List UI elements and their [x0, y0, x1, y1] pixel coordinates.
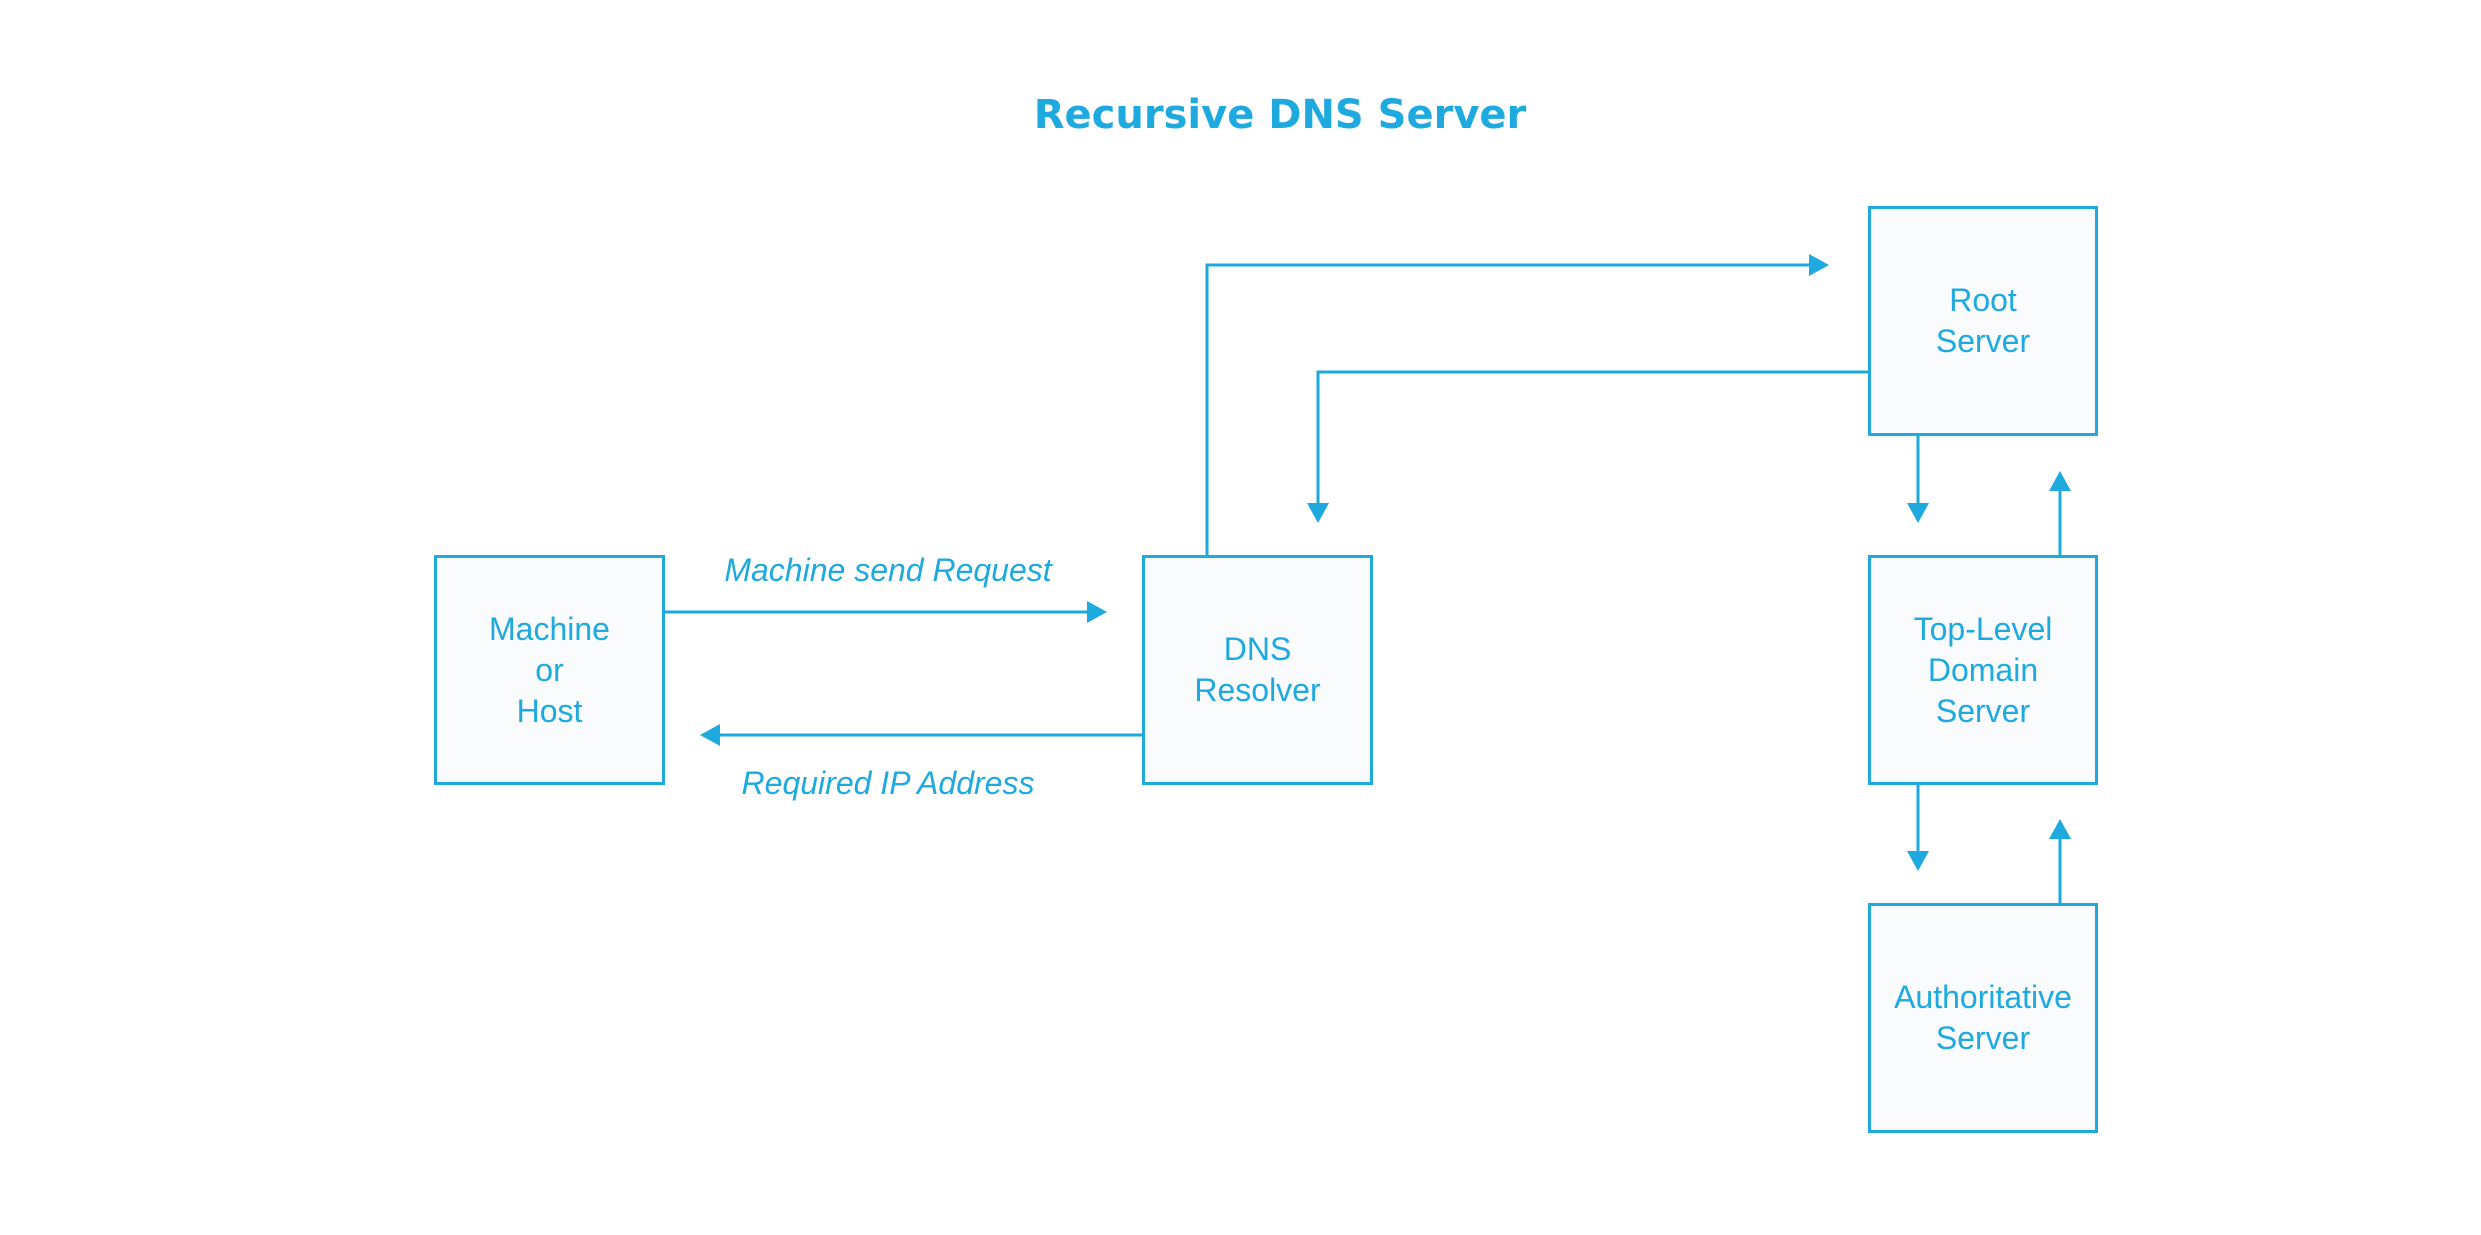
arrowhead-right — [1809, 254, 1829, 276]
arrowhead-left — [700, 724, 720, 746]
dns-resolver-node: DNS Resolver — [1142, 555, 1373, 785]
response-edge-label: Required IP Address — [741, 765, 1035, 801]
root-to-resolver-line — [1316, 370, 1871, 505]
arrowhead-up — [2049, 471, 2071, 491]
node-label-line: Domain — [1927, 651, 2039, 688]
authoritative-server-node: Authoritative Server — [1868, 903, 2098, 1133]
arrowhead-right — [1087, 601, 1107, 623]
node-label-line: Server — [1935, 323, 2031, 359]
arrowhead-up — [2049, 819, 2071, 839]
node-label-line: Server — [1935, 1020, 2031, 1056]
arrowhead-down — [1307, 503, 1329, 523]
arrowhead-down — [1907, 503, 1929, 523]
machine-host-node: Machine or Host — [434, 555, 665, 785]
arrowhead-down — [1907, 851, 1929, 871]
node-label-line: Host — [516, 692, 583, 729]
tld-server-node: Top-Level Domain Server — [1868, 555, 2098, 785]
resolver-to-root-line — [1205, 263, 1815, 555]
node-label-line: Top-Level — [1913, 610, 2053, 647]
node-label-line: Root — [1949, 282, 2017, 318]
node-label-line: Resolver — [1194, 672, 1321, 708]
node-label-line: DNS — [1223, 631, 1292, 667]
node-label-line: or — [535, 651, 564, 688]
request-edge-label: Machine send Request — [724, 552, 1052, 588]
node-label-line: Machine — [489, 610, 610, 647]
node-label-line: Authoritative — [1894, 979, 2072, 1015]
node-label-line: Server — [1935, 692, 2031, 729]
root-server-node: Root Server — [1868, 206, 2098, 436]
diagram-title: Recursive DNS Server — [1033, 92, 1527, 138]
